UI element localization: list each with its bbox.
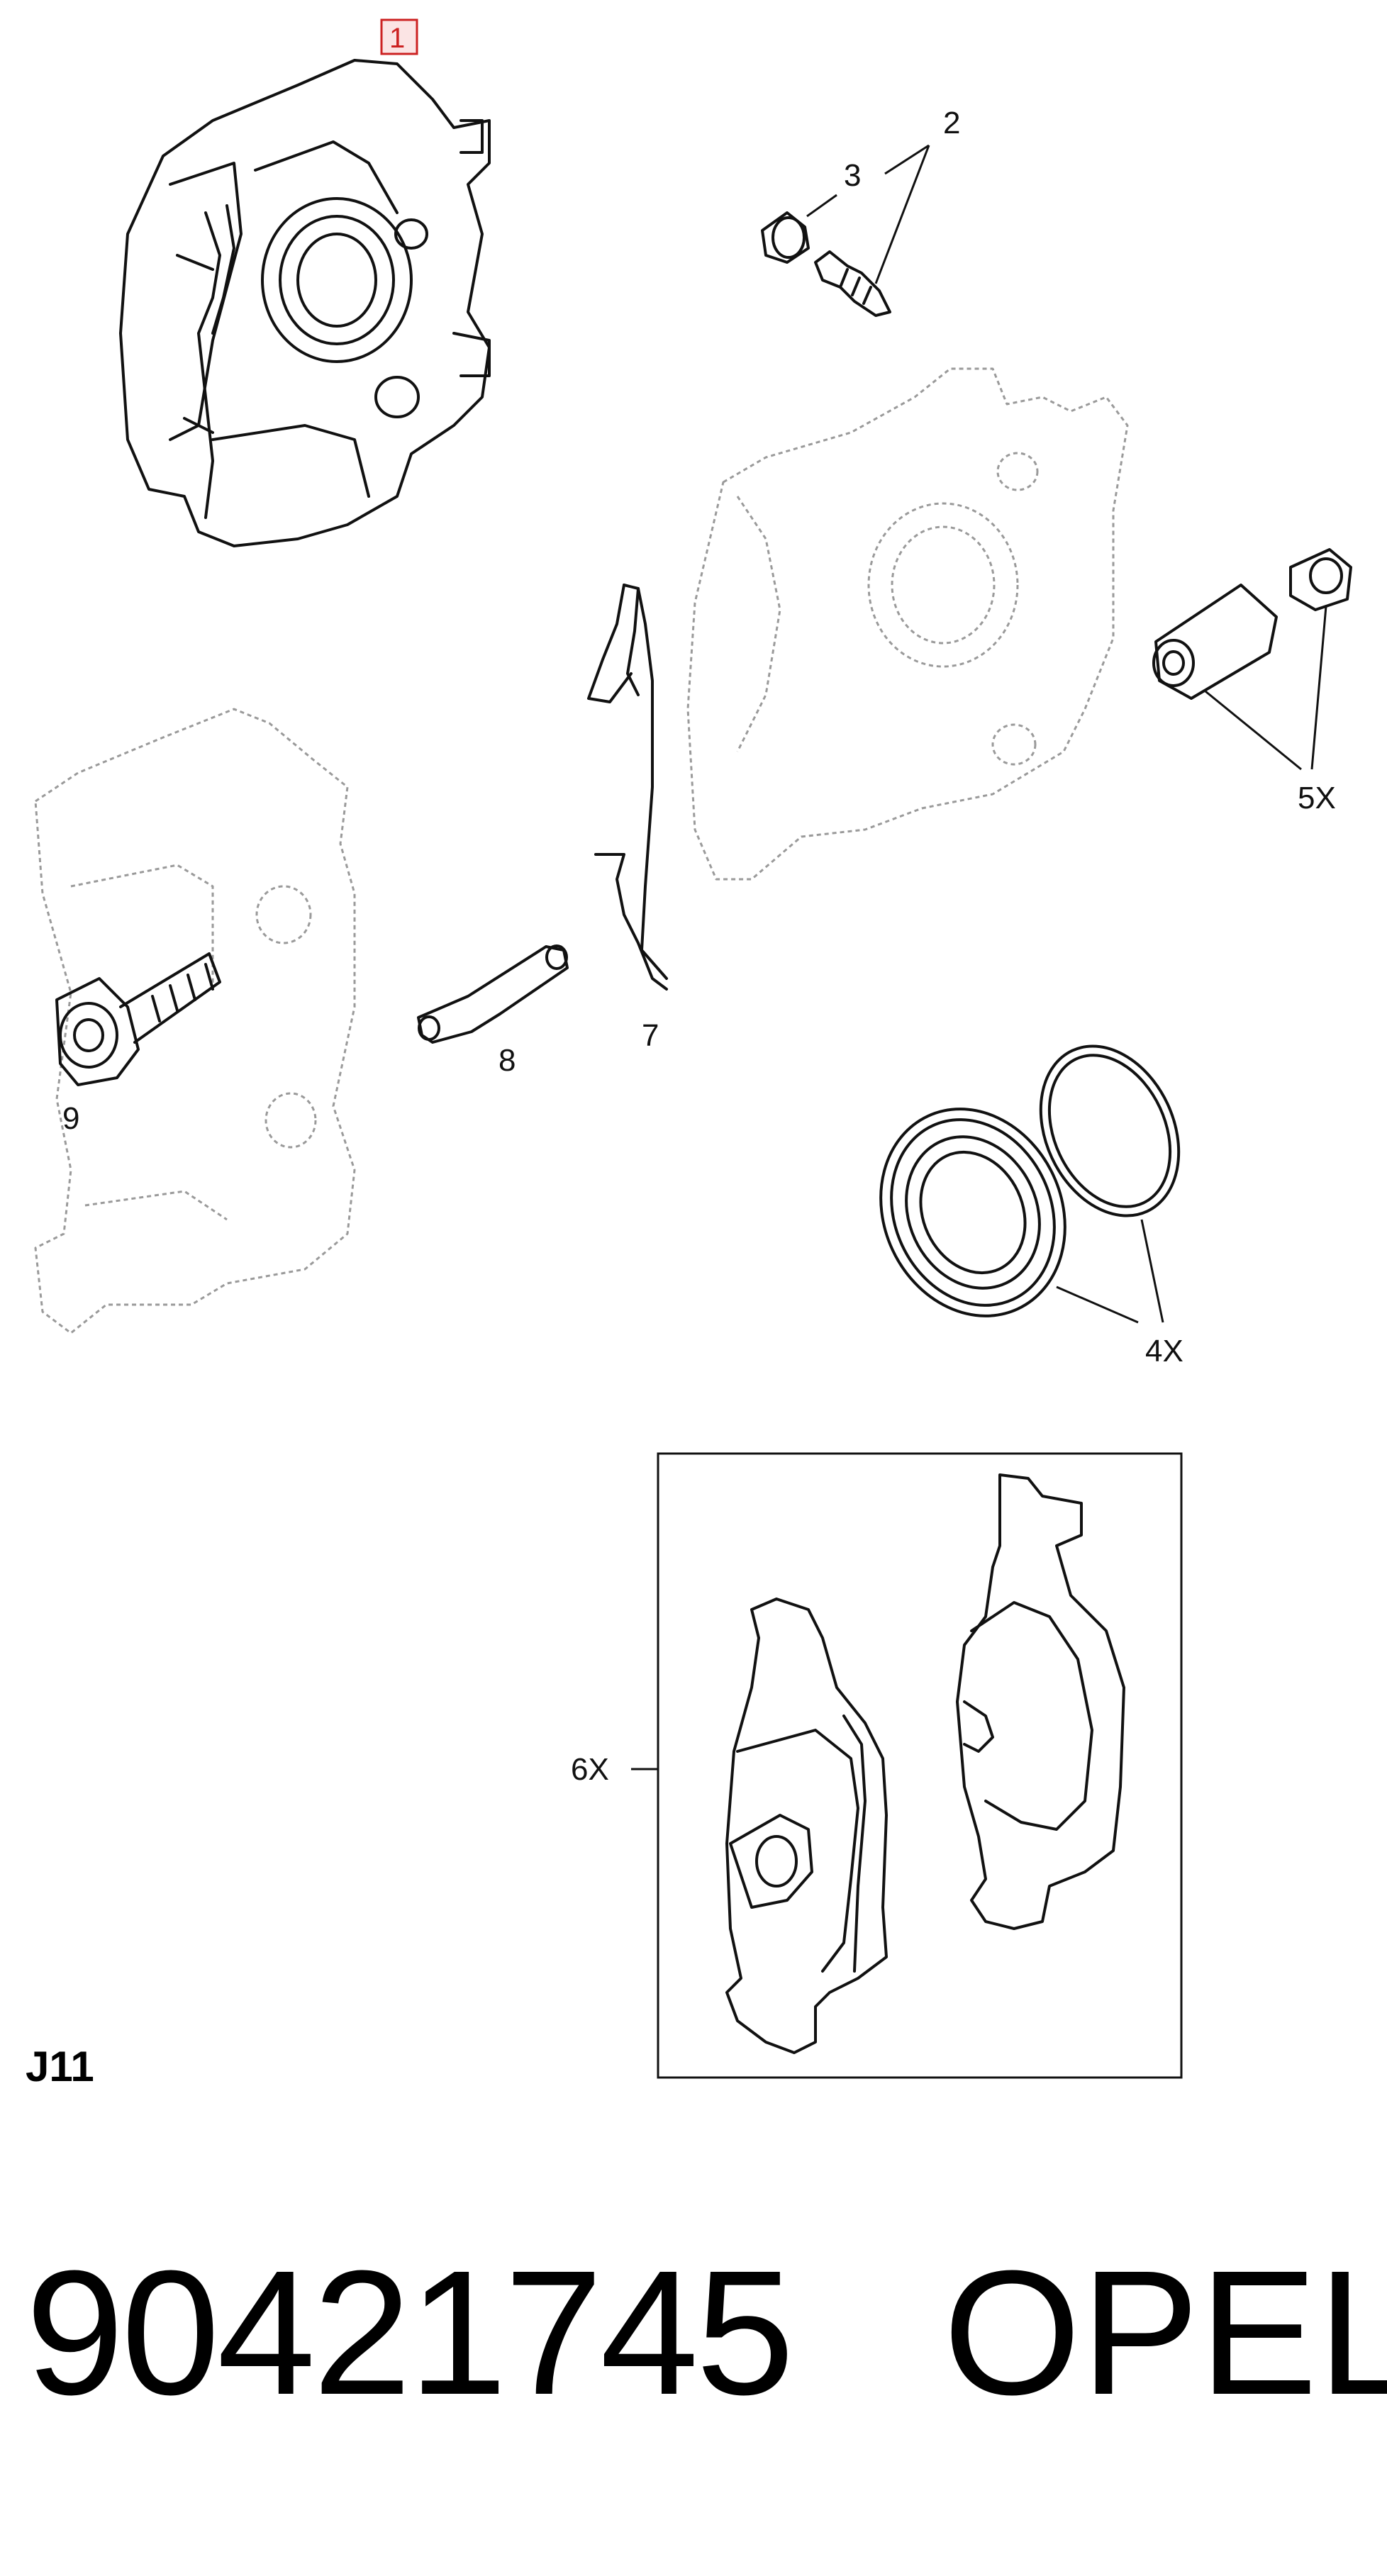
brake-pad-outer-part-6[interactable] xyxy=(956,1473,1125,1930)
callout-7: 7 xyxy=(642,1018,659,1053)
guide-sleeve-part-5[interactable] xyxy=(1152,584,1278,700)
caliper-housing-part-1[interactable] xyxy=(119,59,491,547)
callout-8: 8 xyxy=(498,1043,516,1078)
part-number: 90421745 xyxy=(26,2234,794,2431)
guide-pin-part-8[interactable] xyxy=(417,944,569,1044)
dust-boot-part-4[interactable] xyxy=(1015,1024,1205,1239)
bleed-screw-part-2[interactable] xyxy=(814,250,891,317)
callout-5: 5X xyxy=(1298,781,1336,815)
callout-6: 6X xyxy=(571,1752,609,1787)
bleed-cap-part-3[interactable] xyxy=(761,211,810,264)
ghost-caliper-outline xyxy=(686,367,1129,881)
hex-bolt-part-9[interactable] xyxy=(55,952,221,1086)
leader-5 xyxy=(1205,606,1327,771)
leader-2 xyxy=(874,144,930,284)
brake-pad-inner-part-6[interactable] xyxy=(725,1598,888,2054)
callout-4: 4X xyxy=(1145,1334,1183,1368)
brake-pad-kit-box xyxy=(657,1452,1183,2079)
guide-boot-part-5[interactable] xyxy=(1289,548,1352,611)
leader-4 xyxy=(1056,1219,1164,1324)
callout-3: 3 xyxy=(844,158,861,193)
callout-9: 9 xyxy=(62,1101,79,1136)
leader-3 xyxy=(806,194,837,218)
brand-name: OPEL xyxy=(943,2234,1387,2431)
section-code: J11 xyxy=(26,2043,94,2090)
piston-seal-part-4[interactable] xyxy=(847,1078,1098,1346)
callout-1: 1 xyxy=(389,23,405,54)
highlight-box-part-1 xyxy=(380,18,418,55)
callout-2: 2 xyxy=(943,106,960,140)
ghost-carrier-outline xyxy=(34,708,356,1334)
spring-clip-part-7[interactable] xyxy=(587,584,668,991)
